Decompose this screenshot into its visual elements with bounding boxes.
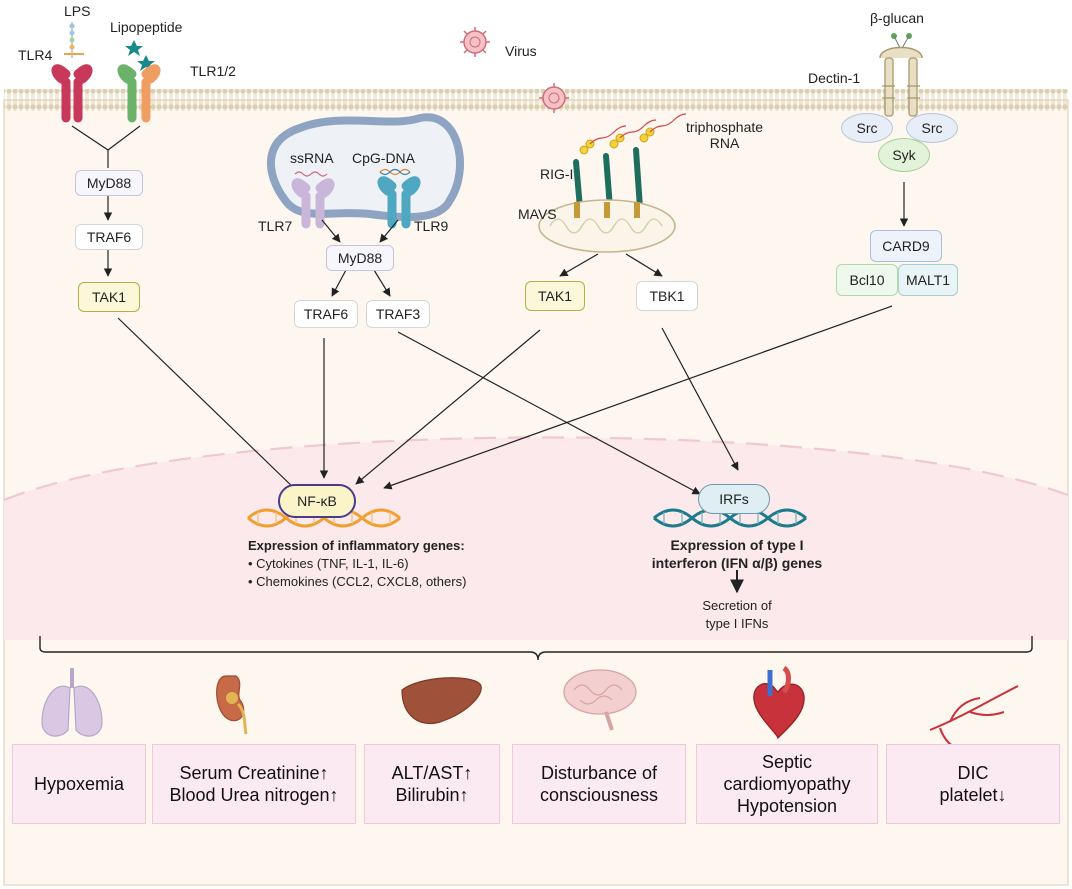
outcome-line: DIC [957,763,989,783]
myd88-mid-node: MyD88 [326,245,394,271]
interferon-title-line1: Expression of type I [670,537,804,553]
inflammatory-genes-text: Expression of inflammatory genes: • Cyto… [248,537,466,591]
cytokines-item: • Cytokines (TNF, IL-1, IL-6) [248,556,409,571]
virus-entering-icon [539,83,569,113]
src-left-node: Src [841,113,893,143]
chemokines-item: • Chemokines (CCL2, CXCL8, others) [248,574,467,589]
nucleus [3,436,1069,640]
rig-i-label: RIG-I [540,166,574,182]
cpg-dna-strand-icon [379,168,411,176]
inflammatory-dna-icon [247,508,401,528]
signaling-arrows [71,125,909,594]
tlr9-receptor-icon [377,176,421,229]
outcome-line: consciousness [539,785,659,805]
outcome-brace [39,636,1033,661]
triphosphate-rna-strands-icon [589,113,687,145]
interferon-dna-icon [653,508,807,528]
cpg-dna-label: CpG-DNA [352,150,416,166]
cell-membrane [4,89,1068,111]
interferon-title-line2: interferon (IFN α/β) genes [651,555,823,571]
syk-node: Syk [878,138,930,172]
outcome-card-kidney: Serum Creatinine↑ Blood Urea nitrogen↑ [152,744,356,824]
virus-label: Virus [505,43,537,59]
mavs-label: MAVS [518,206,557,222]
secretion-line2: type I IFNs [705,616,769,631]
nfkb-node: NF-κB [278,484,356,518]
bcl10-node: Bcl10 [836,264,898,296]
ssrna-label: ssRNA [290,150,334,166]
brain-icon [563,669,637,731]
tlr7-label: TLR7 [258,218,293,234]
tlr4-receptor-icon [51,64,93,123]
tbk1-node: TBK1 [636,281,698,311]
traf6-mid-node: TRAF6 [294,300,358,328]
outcome-line: platelet↓ [939,785,1007,805]
inflammatory-genes-title: Expression of inflammatory genes: [248,538,465,553]
outcome-line: Bilirubin↑ [395,785,469,805]
tak1-left-node: TAK1 [78,282,140,312]
outcome-line: Disturbance of [540,763,658,783]
myd88-left-node: MyD88 [75,170,143,196]
card9-node: CARD9 [870,230,942,262]
outcome-line: Blood Urea nitrogen↑ [169,785,339,805]
outcome-line: Hypoxemia [33,774,125,794]
lungs-icon [41,668,103,737]
virus-icon [460,27,490,57]
outcome-line: ALT/AST↑ [391,763,473,783]
mitochondrion [538,199,676,253]
secretion-line1: Secretion of [702,598,772,613]
ssrna-strand-icon [294,171,328,177]
tlr4-label: TLR4 [18,47,53,63]
traf3-node: TRAF3 [366,300,430,328]
lipopeptide-label: Lipopeptide [110,19,183,35]
outcome-card-dic: DIC platelet↓ [886,744,1060,824]
lps-molecule-icon [64,22,84,58]
triphosphate-rna-label: triphosphate RNA [686,119,764,151]
dectin1-label: Dectin-1 [808,70,861,86]
outcome-line: Septic [761,752,813,772]
tlr12-receptor-icon [117,64,161,123]
heart-icon [753,665,805,740]
src-right-node: Src [906,113,958,143]
outcome-card-liver: ALT/AST↑ Bilirubin↑ [364,744,500,824]
outcome-line: Serum Creatinine↑ [179,763,329,783]
irfs-node: IRFs [698,484,770,514]
beta-glucan-label: β-glucan [870,10,924,26]
tak1-mid-node: TAK1 [525,281,585,311]
traf6-left-node: TRAF6 [75,224,143,250]
tlr12-label: TLR1/2 [190,63,236,79]
secretion-text: Secretion of type I IFNs [666,597,808,633]
outcome-line: Hypotension [736,796,838,816]
kidney-icon [216,675,248,735]
outcome-line: cardiomyopathy [723,774,851,794]
lps-label: LPS [64,3,91,19]
liver-icon [401,677,482,724]
tlr7-receptor-icon [291,178,335,229]
endosome [266,113,464,222]
malt1-node: MALT1 [898,264,958,296]
outcome-card-hypoxemia: Hypoxemia [12,744,146,824]
outcome-card-heart: Septic cardiomyopathy Hypotension [696,744,878,824]
outcome-card-brain: Disturbance of consciousness [512,744,686,824]
dectin1-receptor-icon [879,46,923,117]
interferon-genes-text: Expression of type I interferon (IFN α/β… [640,536,834,572]
tlr9-label: TLR9 [414,218,449,234]
